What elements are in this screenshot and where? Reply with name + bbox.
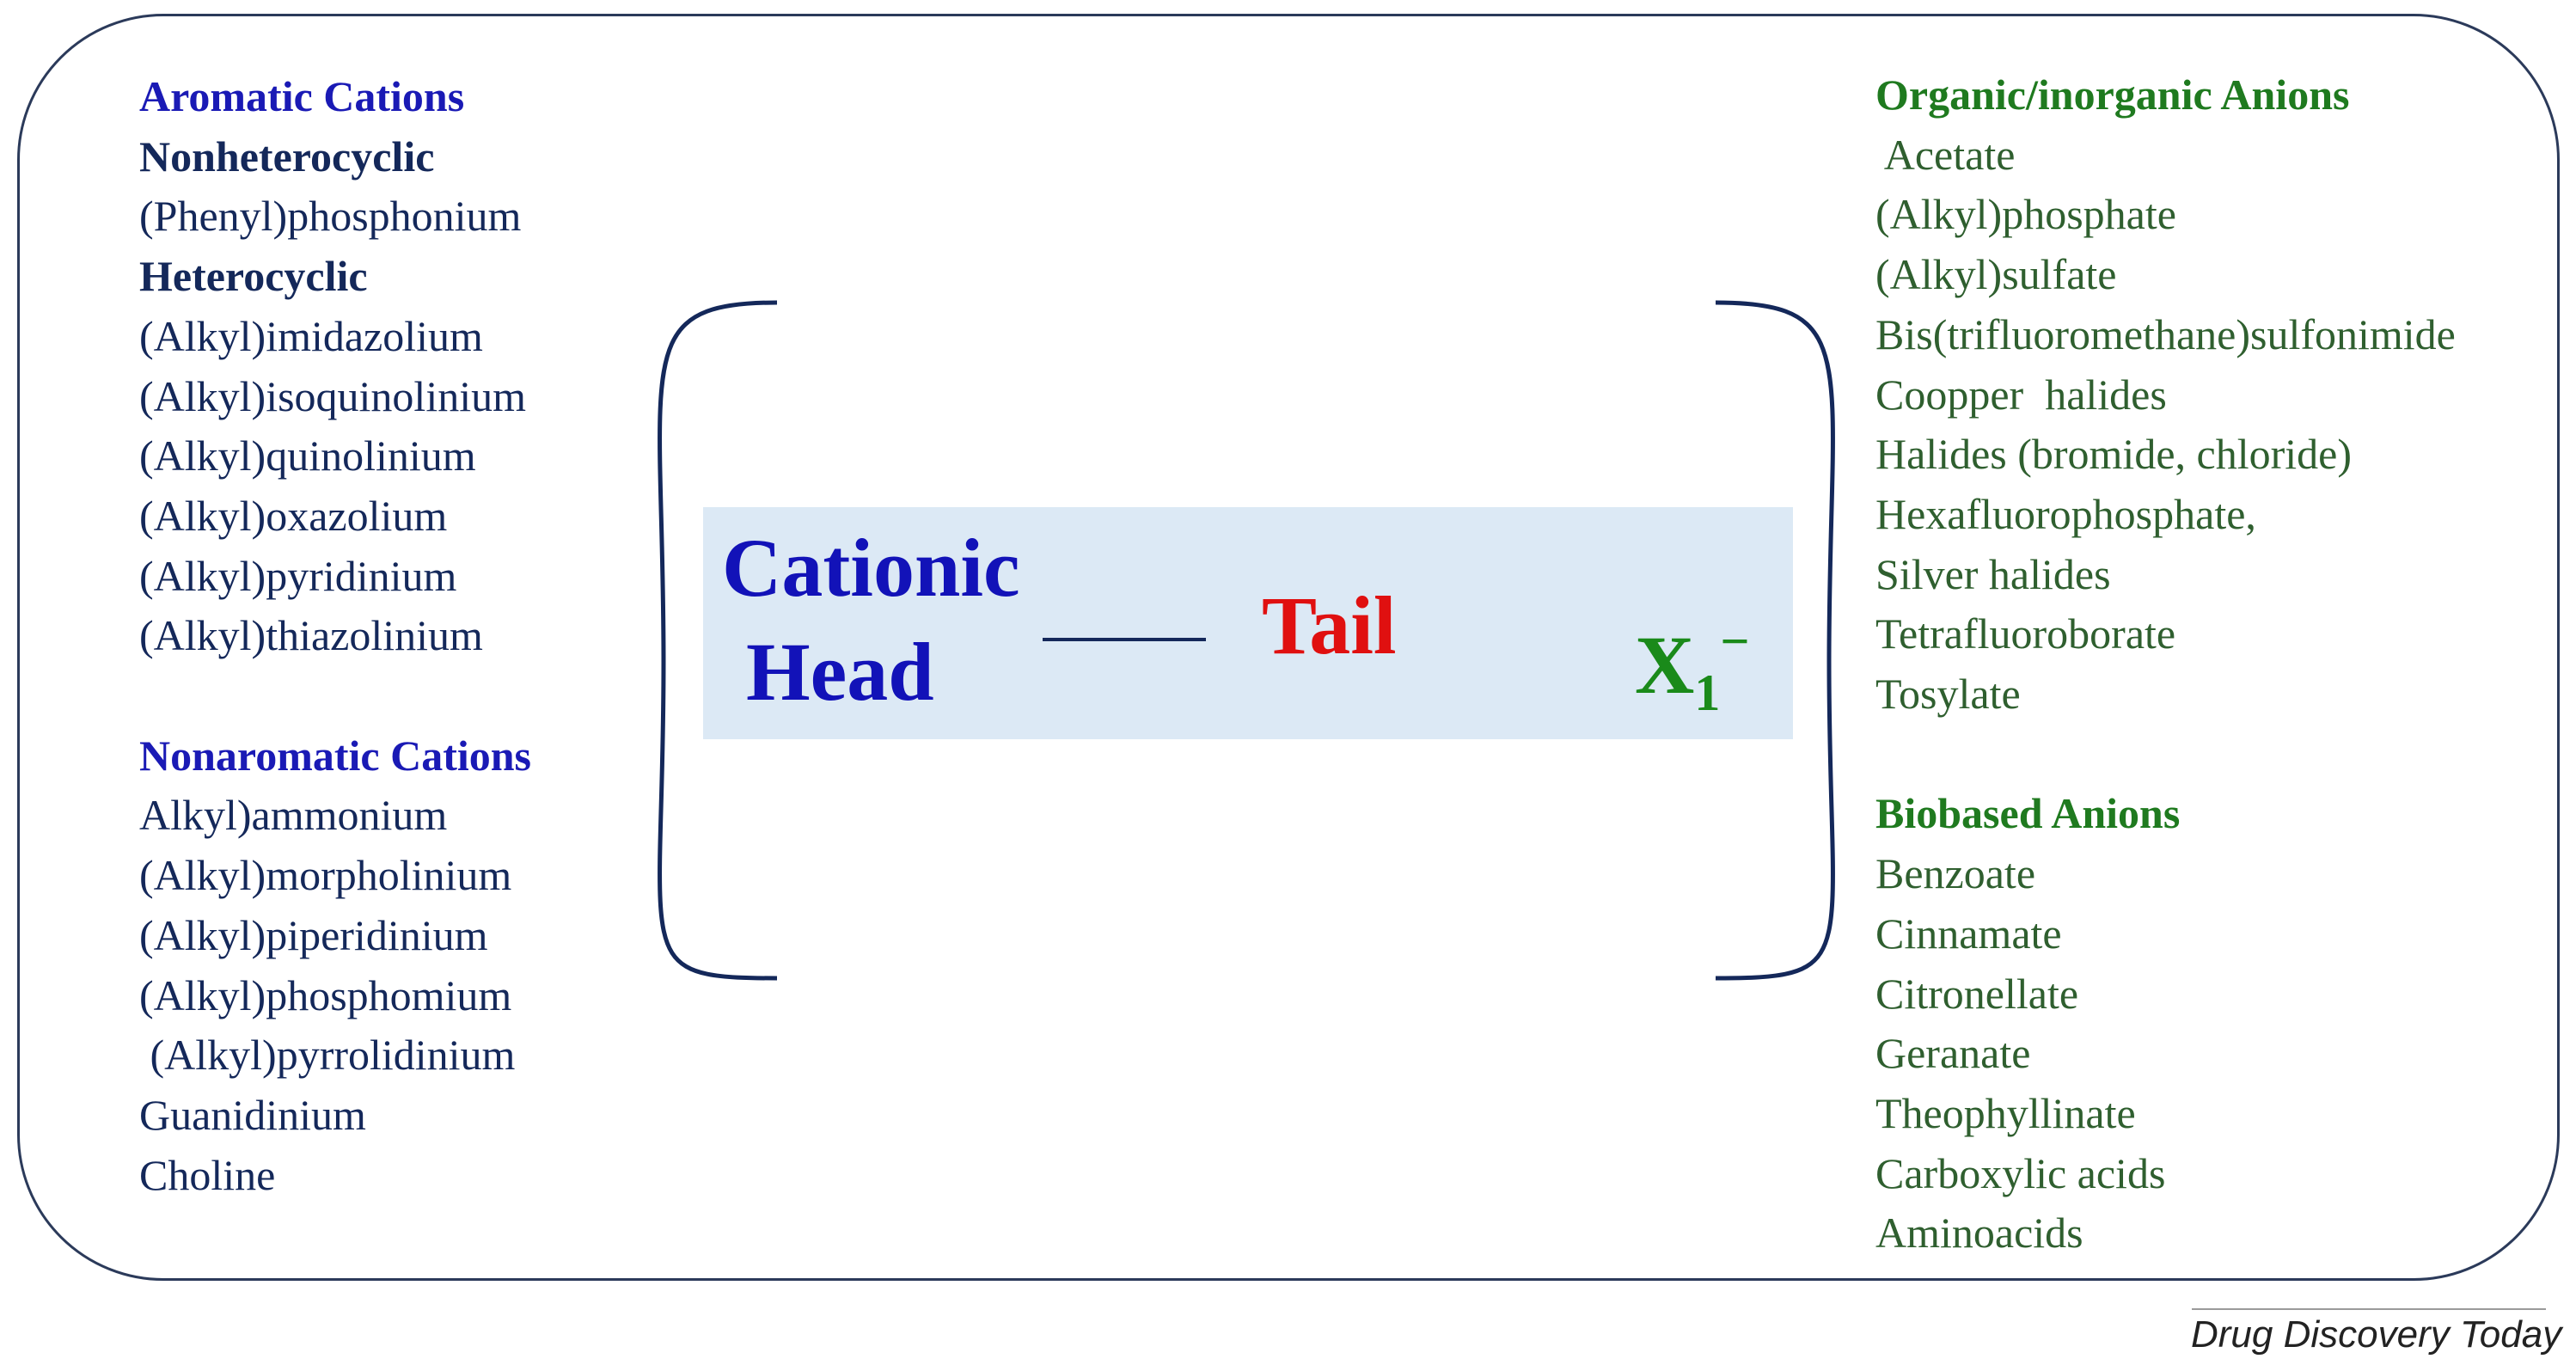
cation-item: Alkyl)ammonium [139, 791, 448, 840]
nonheterocyclic-label: Nonheterocyclic [139, 132, 435, 181]
anion-item: Silver halides [1875, 549, 2111, 598]
cation-item: (Alkyl)pyrrolidinium [139, 1031, 516, 1080]
cation-item: (Alkyl)isoquinolinium [139, 371, 526, 420]
cation-item: Guanidinium [139, 1090, 366, 1139]
outer-rounded-frame [17, 14, 2560, 1281]
cation-item: (Alkyl)pyridinium [139, 551, 457, 600]
journal-credit: Drug Discovery Today [2191, 1313, 2562, 1356]
anion-item: Acetate [1875, 130, 2016, 179]
tail-label: Tail [1262, 579, 1397, 671]
cation-item: (Alkyl)phosphomium [139, 970, 512, 1019]
anion-symbol: X1− [1635, 593, 1750, 741]
cation-item: Choline [139, 1150, 276, 1199]
right-bracket [1715, 300, 1835, 981]
anion-item: Citronellate [1875, 969, 2079, 1018]
anion-subscript: 1 [1694, 664, 1721, 721]
anion-item: (Alkyl)sulfate [1875, 250, 2117, 299]
anion-item: Aminoacids [1875, 1209, 2083, 1258]
anion-item: Bis(trifluoromethane)sulfonimide [1875, 309, 2456, 358]
aromatic-cations-header: Aromatic Cations [139, 72, 465, 120]
head-tail-bond [1043, 638, 1206, 641]
anion-item: Tosylate [1875, 670, 2021, 719]
anion-item: Benzoate [1875, 849, 2036, 898]
list-spacer [1875, 725, 2456, 785]
cationic-label: Cationic [722, 522, 1020, 614]
biobased-anions-header: Biobased Anions [1875, 789, 2181, 838]
anion-item: Geranate [1875, 1029, 2031, 1078]
organic-anions-header: Organic/inorganic Anions [1875, 70, 2350, 119]
anion-item: Halides (bromide, chloride) [1875, 430, 2352, 479]
anion-item: Tetrafluoroborate [1875, 609, 2176, 658]
anion-item: Theophyllinate [1875, 1088, 2136, 1137]
cation-item: (Alkyl)thiazolinium [139, 611, 483, 660]
anion-item: Hexafluorophosphate, [1875, 489, 2256, 538]
anion-item: (Alkyl)phosphate [1875, 190, 2176, 239]
cation-item: (Alkyl)piperidinium [139, 910, 488, 959]
cation-item: (Phenyl)phosphonium [139, 192, 522, 241]
head-label: Head [746, 626, 934, 718]
structure-box [703, 507, 1793, 739]
cation-item: (Alkyl)imidazolium [139, 311, 483, 360]
anion-item: Carboxylic acids [1875, 1148, 2166, 1197]
anion-item: Coopper halides [1875, 370, 2167, 419]
anion-item: Cinnamate [1875, 909, 2062, 958]
cation-item: (Alkyl)quinolinium [139, 432, 476, 481]
cation-list: Aromatic Cations Nonheterocyclic (Phenyl… [139, 67, 531, 1205]
anion-list: Organic/inorganic Anions Acetate (Alkyl)… [1875, 65, 2456, 1264]
nonaromatic-cations-header: Nonaromatic Cations [139, 731, 532, 780]
anion-letter: X [1635, 619, 1695, 711]
anion-charge: − [1720, 613, 1750, 670]
left-bracket [658, 300, 778, 981]
footer-rule [2192, 1308, 2546, 1310]
cation-item: (Alkyl)oxazolium [139, 491, 448, 540]
cation-item: (Alkyl)morpholinium [139, 851, 512, 900]
heterocyclic-label: Heterocyclic [139, 252, 368, 301]
